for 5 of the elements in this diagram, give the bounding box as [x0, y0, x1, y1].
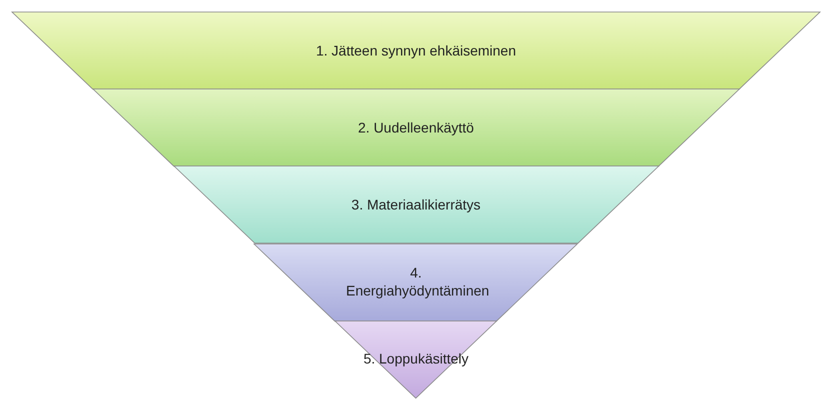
- band-label: 5. Loppukäsittely: [363, 350, 469, 368]
- band-label: 3. Materiaalikierrätys: [351, 196, 481, 214]
- band-label: 2. Uudelleenkäyttö: [358, 119, 474, 137]
- band-label: 1. Jätteen synnyn ehkäiseminen: [316, 42, 516, 60]
- band-label: 4. Energiahyödyntäminen: [346, 264, 486, 300]
